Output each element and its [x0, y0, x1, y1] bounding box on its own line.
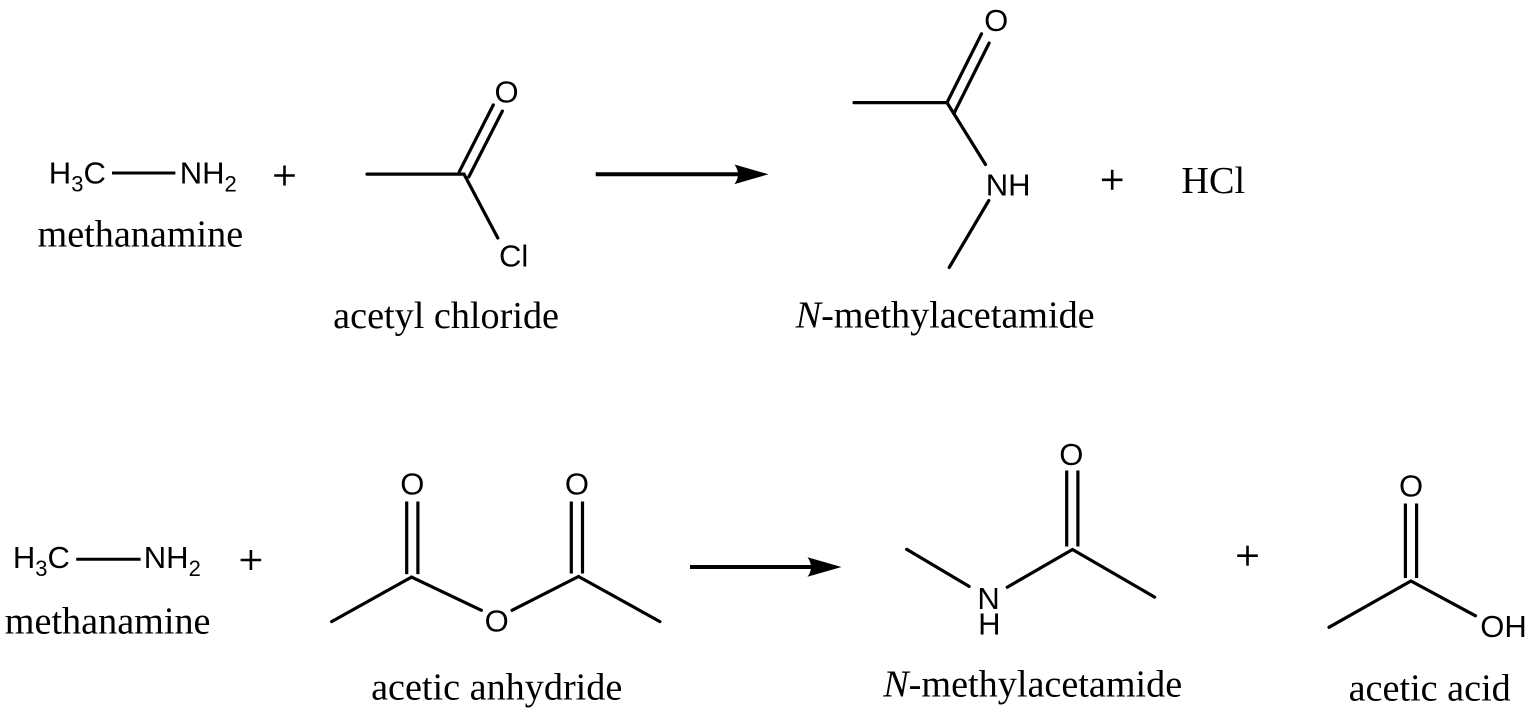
svg-text:H: H: [978, 607, 1000, 642]
svg-text:O: O: [400, 467, 424, 502]
svg-text:N-methylacetamide: N-methylacetamide: [882, 664, 1182, 706]
svg-text:Cl: Cl: [499, 239, 528, 274]
svg-text:O: O: [984, 3, 1008, 38]
svg-text:NH: NH: [986, 168, 1031, 203]
svg-text:acetic anhydride: acetic anhydride: [371, 667, 622, 709]
svg-text:O: O: [485, 604, 509, 639]
svg-text:O: O: [1059, 437, 1083, 472]
svg-text:O: O: [1399, 469, 1423, 504]
svg-text:N-methylacetamide: N-methylacetamide: [795, 295, 1095, 337]
svg-text:N: N: [977, 581, 999, 616]
svg-text:O: O: [565, 467, 589, 502]
svg-text:OH: OH: [1480, 609, 1527, 644]
svg-text:HCl: HCl: [1181, 160, 1245, 202]
svg-text:methanamine: methanamine: [38, 214, 244, 256]
svg-text:O: O: [494, 75, 518, 110]
svg-text:acetic acid: acetic acid: [1349, 668, 1511, 710]
svg-text:acetyl chloride: acetyl chloride: [333, 295, 559, 337]
svg-text:methanamine: methanamine: [5, 601, 211, 643]
